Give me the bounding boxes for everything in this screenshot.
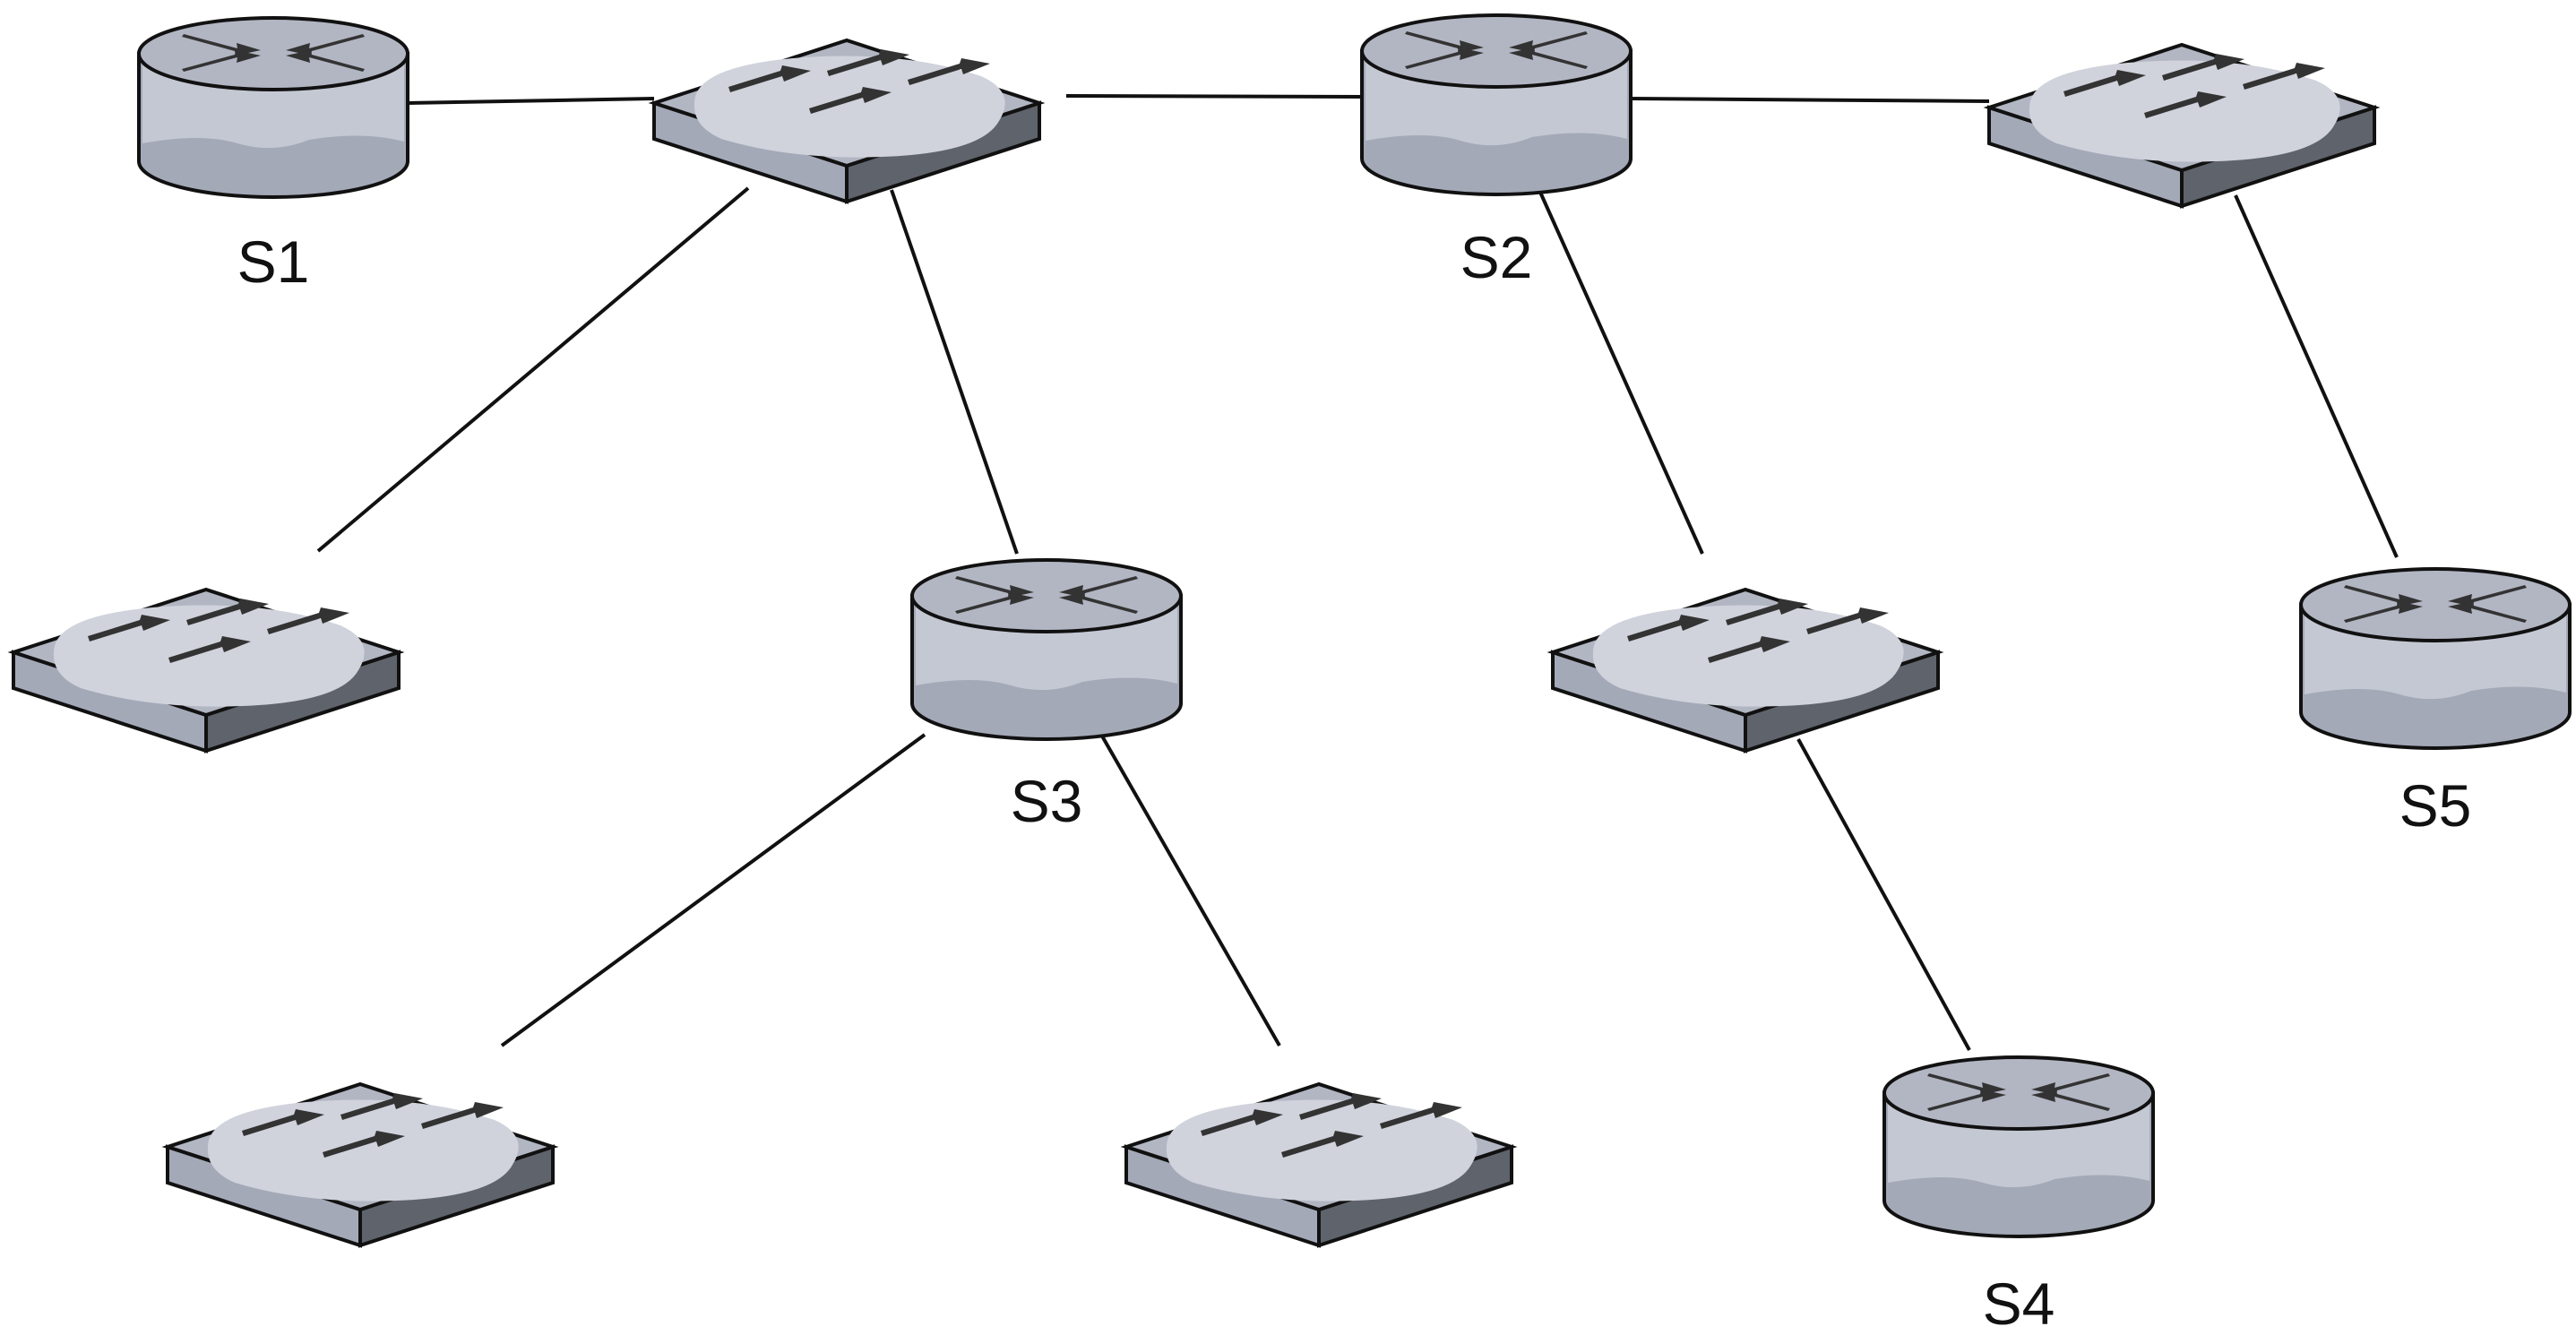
switch-icon — [1987, 43, 2376, 208]
switch-icon — [1551, 588, 1940, 753]
link-s3-switch-f — [1098, 732, 1281, 1046]
switch-icon — [1124, 1082, 1513, 1247]
label-s3: S3 — [1011, 768, 1083, 834]
switch-c — [12, 588, 401, 753]
router-s4 — [1884, 1057, 2153, 1236]
link-switch-a-switch-c — [316, 186, 750, 553]
link-s2-switch-d — [1537, 187, 1704, 555]
switch-a — [652, 39, 1041, 203]
switch-icon — [652, 39, 1041, 203]
switch-icon — [166, 1082, 555, 1247]
label-s1: S1 — [237, 228, 310, 295]
router-icon — [1884, 1057, 2153, 1236]
router-icon — [912, 560, 1181, 739]
router-s2 — [1362, 15, 1631, 194]
router-s5 — [2301, 569, 2570, 748]
router-icon — [1362, 15, 1631, 194]
router-s3 — [912, 560, 1181, 739]
link-s3-switch-e — [500, 733, 926, 1047]
links — [316, 94, 2399, 1051]
link-s2-switch-b — [1630, 97, 1990, 103]
router-icon — [139, 18, 408, 197]
switch-b — [1987, 43, 2376, 208]
label-s2: S2 — [1460, 224, 1533, 290]
switch-e — [166, 1082, 555, 1247]
link-switch-a-s2 — [1065, 94, 1363, 99]
link-switch-d-s4 — [1796, 738, 1971, 1051]
label-s5: S5 — [2399, 772, 2472, 839]
link-switch-a-s3 — [890, 189, 1019, 555]
label-s4: S4 — [1983, 1270, 2055, 1335]
switch-f — [1124, 1082, 1513, 1247]
switch-icon — [12, 588, 401, 753]
router-s1 — [139, 18, 408, 197]
link-s1-switch-a — [407, 97, 655, 105]
link-switch-b-s5 — [2234, 194, 2399, 558]
switch-d — [1551, 588, 1940, 753]
router-icon — [2301, 569, 2570, 748]
